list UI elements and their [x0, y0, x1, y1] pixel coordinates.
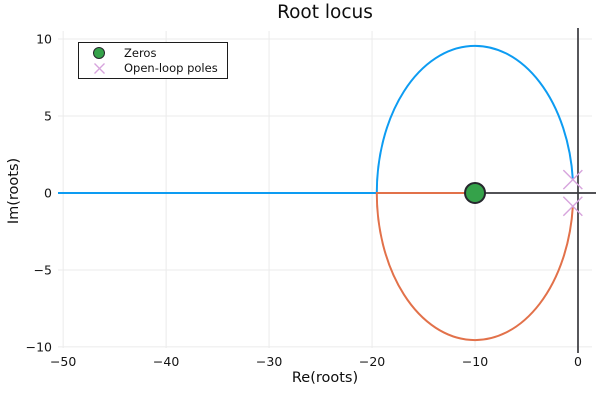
- zeros-circle-icon: [91, 47, 107, 59]
- x-tick-label: 0: [574, 354, 582, 369]
- chart-title: Root locus: [277, 2, 373, 23]
- y-tick-label: 10: [36, 32, 52, 47]
- pole-x-marker: [562, 169, 583, 190]
- y-tick-label: −5: [34, 262, 52, 277]
- x-axis-label: Re(roots): [291, 370, 359, 386]
- x-tick-label: −30: [256, 354, 282, 369]
- locus-branch-1: [58, 44, 574, 194]
- legend-item-zeros: Zeros: [91, 46, 221, 60]
- x-tick-label: −40: [153, 354, 179, 369]
- y-tick-label: 5: [44, 108, 52, 123]
- x-tick-label: −20: [359, 354, 385, 369]
- y-tick-label: 0: [44, 185, 52, 200]
- legend-item-poles: Open-loop poles: [91, 61, 221, 75]
- legend-label-zeros: Zeros: [124, 46, 157, 60]
- legend-label-poles: Open-loop poles: [124, 61, 218, 75]
- poles-x-icon: [91, 62, 107, 75]
- x-tick-label: −50: [50, 354, 76, 369]
- y-axis-label: Im(roots): [6, 157, 22, 225]
- legend: Zeros Open-loop poles: [78, 42, 228, 79]
- pole-x-marker: [562, 196, 583, 217]
- zero-marker: [464, 181, 487, 204]
- locus-branch-2: [375, 191, 574, 342]
- y-tick-label: −10: [26, 339, 52, 354]
- x-tick-label: −10: [462, 354, 488, 369]
